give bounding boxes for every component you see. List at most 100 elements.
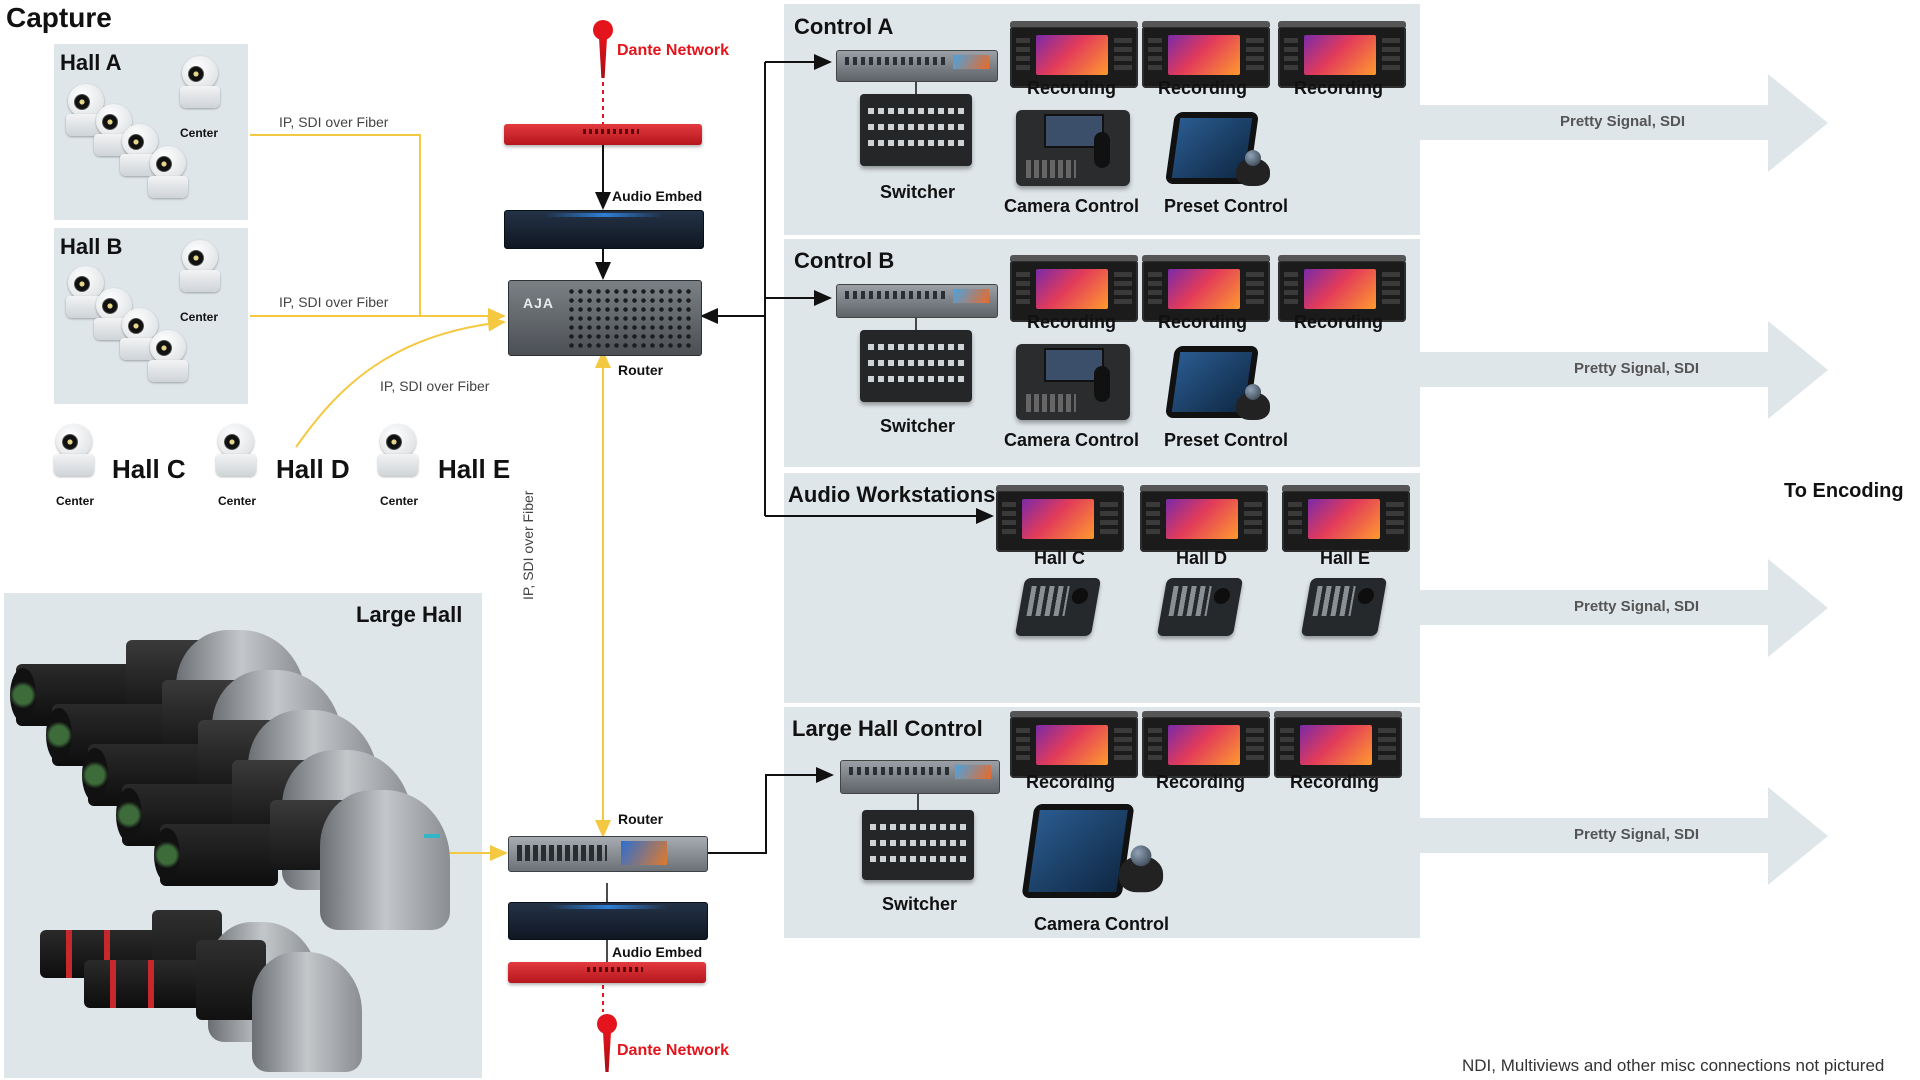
large-control-camera-control-label: Camera Control [1034, 914, 1170, 934]
hall-c-title: Hall C [112, 454, 186, 484]
dante-network-top-label: Dante Network [617, 42, 730, 59]
dante-network-bottom-label: Dante Network [617, 1042, 730, 1059]
control-b-recording-label: Recording [1294, 312, 1384, 332]
audio-embed-top-label: Audio Embed [612, 188, 703, 204]
audio-ws-hall-label: Hall C [1034, 548, 1086, 568]
ptz-controller-icon [1014, 578, 1102, 636]
audio-ws-hall-label: Hall E [1320, 548, 1371, 568]
hall-d-center-label: Center [218, 494, 257, 508]
trackball-icon [1118, 845, 1164, 893]
audio-ws-hall-label: Hall D [1176, 548, 1228, 568]
large-control-recording-label: Recording [1290, 772, 1380, 792]
control-a-preset-control-label: Preset Control [1164, 196, 1289, 216]
control-a-recording-label: Recording [1294, 78, 1384, 98]
fiber-label-vertical: IP, SDI over Fiber [520, 490, 536, 600]
page-title: Capture [6, 2, 112, 33]
control-b-camera-control-label: Camera Control [1004, 430, 1140, 450]
ptz-controller-icon [1300, 578, 1388, 636]
recorder-monitor-icon [1282, 485, 1410, 552]
trackball-icon [1236, 384, 1270, 420]
recorder-monitor-icon [1278, 255, 1406, 322]
recorder-monitor-icon [1142, 21, 1270, 88]
router-bottom-label: Router [618, 811, 664, 827]
audio-workstations-title: Audio Workstations [788, 482, 996, 507]
large-control-recording-label: Recording [1156, 772, 1246, 792]
dante-interface-top [504, 124, 702, 145]
recorder-monitor-icon [996, 485, 1124, 552]
switcher-panel-icon [860, 94, 972, 166]
footnote: NDI, Multiviews and other misc connectio… [1462, 1056, 1885, 1075]
camera-control-tablet-icon [1021, 804, 1135, 898]
ptz-controller-icon [1156, 578, 1244, 636]
ptz-camera-icon [214, 424, 256, 476]
ptz-camera-icon [146, 330, 188, 382]
hall-a-center-label: Center [180, 126, 219, 140]
dante-microphone-icon [597, 1014, 617, 1076]
hall-b-center-label: Center [180, 310, 219, 324]
kumo-brand-label: AJA [523, 295, 555, 311]
recorder-monitor-icon [1274, 711, 1402, 778]
output-arrow-1 [1420, 74, 1828, 172]
control-b-recording-label: Recording [1027, 312, 1117, 332]
recorder-monitor-icon [1010, 711, 1138, 778]
output-arrow-label: Pretty Signal, SDI [1574, 826, 1700, 843]
router-top-label: Router [618, 362, 664, 378]
switcher-panel-icon [862, 810, 974, 880]
recorder-monitor-icon [1142, 255, 1270, 322]
recorder-monitor-icon [1142, 711, 1270, 778]
switcher-rack-icon [840, 760, 1000, 794]
large-hall-control-title: Large Hall Control [792, 716, 983, 741]
ptz-camera-icon [376, 424, 418, 476]
hall-d-title: Hall D [276, 454, 350, 484]
control-a-recording-label: Recording [1027, 78, 1117, 98]
hall-e-center-label: Center [380, 494, 419, 508]
fiber-label-hall-a: IP, SDI over Fiber [279, 114, 389, 130]
fiber-label-hall-b: IP, SDI over Fiber [279, 294, 389, 310]
audio-embedder-bottom [508, 902, 708, 940]
output-arrow-3 [1420, 559, 1828, 657]
output-arrow-label: Pretty Signal, SDI [1574, 598, 1700, 615]
recorder-monitor-icon [1010, 255, 1138, 322]
recorder-monitor-icon [1278, 21, 1406, 88]
ptz-camera-icon [64, 266, 106, 318]
large-control-recording-label: Recording [1026, 772, 1116, 792]
control-a-title: Control A [794, 14, 894, 39]
output-arrow-2 [1420, 321, 1828, 419]
dante-microphone-icon [593, 20, 613, 82]
control-a-camera-control-label: Camera Control [1004, 196, 1140, 216]
hall-a-title: Hall A [60, 50, 122, 75]
hall-c-center-label: Center [56, 494, 95, 508]
control-a-recording-label: Recording [1158, 78, 1248, 98]
ptz-camera-icon [178, 240, 220, 292]
output-arrow-label: Pretty Signal, SDI [1560, 113, 1686, 130]
camera-control-panel-icon [1016, 344, 1130, 420]
switcher-panel-icon [860, 330, 972, 402]
switcher-rack-icon [836, 284, 998, 318]
hall-b-title: Hall B [60, 234, 123, 259]
control-b-switcher-label: Switcher [880, 416, 956, 436]
to-encoding-label: To Encoding [1784, 480, 1904, 502]
output-arrow-4 [1420, 787, 1828, 885]
audio-embed-bottom-label: Audio Embed [612, 944, 703, 960]
ptz-camera-icon [52, 424, 94, 476]
trackball-icon [1236, 150, 1270, 186]
control-a-switcher-label: Switcher [880, 182, 956, 202]
camera-control-panel-icon [1016, 110, 1130, 186]
kumo-router-top: AJA [508, 280, 702, 356]
output-arrow-label: Pretty Signal, SDI [1574, 360, 1700, 377]
ptz-camera-icon [178, 56, 220, 108]
large-control-switcher-label: Switcher [882, 894, 958, 914]
control-b-preset-control-label: Preset Control [1164, 430, 1289, 450]
large-hall-title: Large Hall [356, 602, 463, 627]
ptz-camera-icon [146, 146, 188, 198]
dante-interface-bottom [508, 962, 706, 983]
fiber-label-hall-d: IP, SDI over Fiber [380, 378, 490, 394]
recorder-monitor-icon [1140, 485, 1268, 552]
recorder-monitor-icon [1010, 21, 1138, 88]
hall-e-title: Hall E [438, 454, 511, 484]
audio-embedder-top [504, 210, 704, 249]
switcher-rack-icon [836, 50, 998, 82]
videohub-router-bottom [508, 836, 708, 872]
control-b-recording-label: Recording [1158, 312, 1248, 332]
